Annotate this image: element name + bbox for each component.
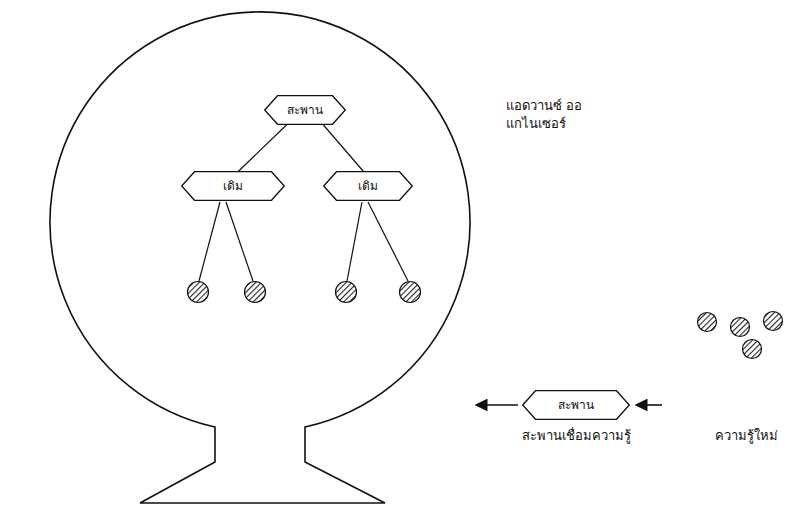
hexagon-shape	[182, 172, 285, 201]
node-text: เดิม	[358, 179, 378, 193]
hexagon-shape	[324, 172, 413, 201]
knowledge-dot	[731, 318, 750, 337]
knowledge-dot	[400, 282, 421, 303]
hexagon-node: เดิม	[323, 171, 413, 201]
knowledge-dot	[764, 312, 783, 331]
text-label: ความรู้ใหม่	[715, 427, 778, 445]
text-label: แอดวานซ์ ออแกไนเซอร์	[506, 97, 585, 132]
knowledge-dot	[245, 282, 266, 303]
text-label: สะพานเชื่อมความรู้	[522, 427, 631, 445]
node-text: เดิม	[223, 179, 243, 193]
hexagon-node: เดิม	[181, 171, 285, 201]
hexagon-node: สะพาน	[522, 390, 630, 420]
hexagon-shape	[523, 391, 630, 420]
flow-arrow	[636, 404, 662, 406]
node-text: สะพาน	[558, 398, 594, 412]
link-line	[368, 202, 408, 281]
node-text: สะพาน	[287, 103, 323, 117]
knowledge-dot	[336, 282, 357, 303]
head-outline	[50, 12, 470, 503]
connector-line	[238, 125, 287, 172]
new-knowledge	[698, 312, 783, 359]
link-line	[226, 202, 253, 281]
hexagon-shape	[265, 96, 346, 125]
link-lines	[199, 202, 408, 281]
knowledge-dot	[188, 282, 209, 303]
link-line	[199, 202, 220, 281]
link-line	[347, 202, 362, 281]
old-knowledge	[188, 282, 421, 303]
connector-line	[323, 125, 363, 172]
hexagon-node: สะพาน	[264, 95, 346, 125]
flow-arrow	[476, 404, 518, 406]
knowledge-dot	[743, 340, 762, 359]
knowledge-dot	[698, 313, 717, 332]
